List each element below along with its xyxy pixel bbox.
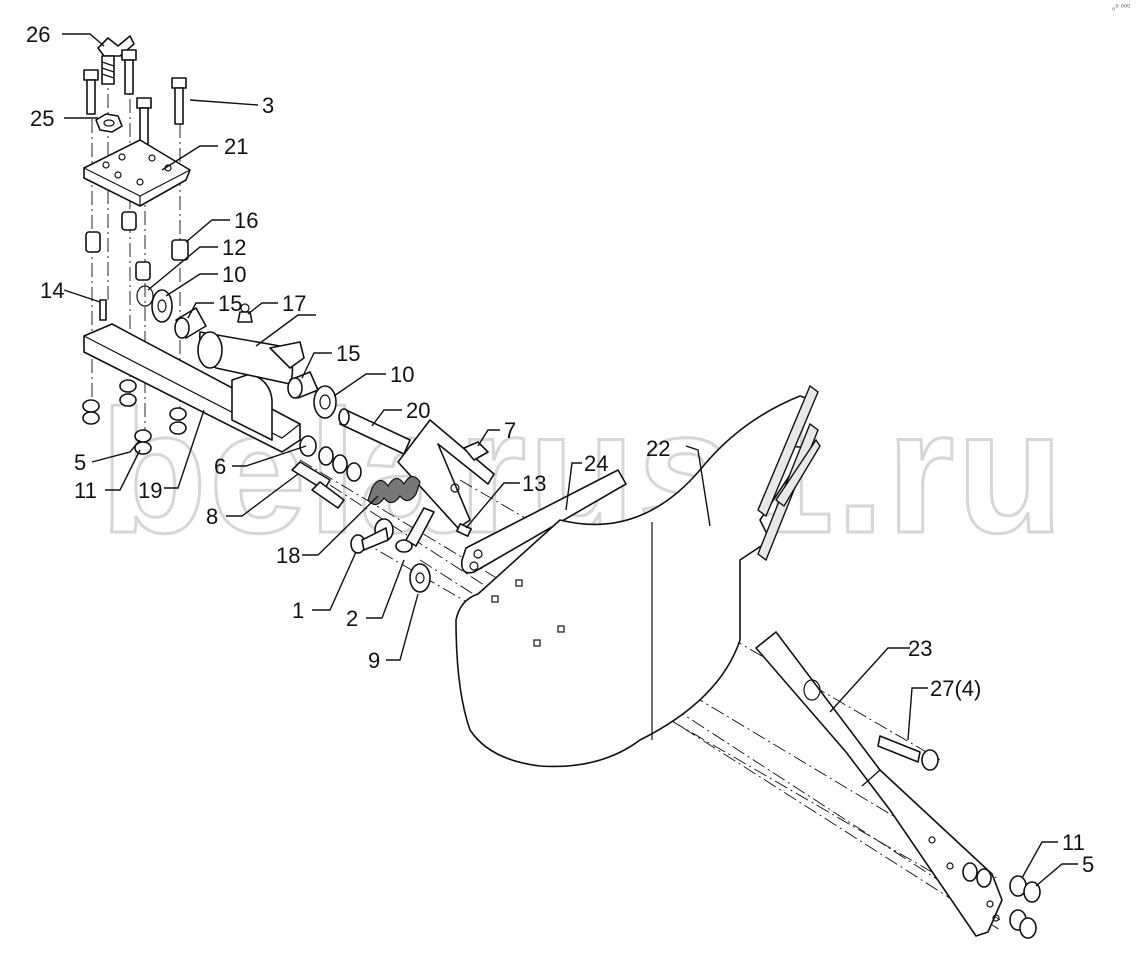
callout-15-top: 15 (218, 291, 242, 316)
part-19-bracket (83, 323, 301, 453)
leader-lines (62, 33, 1078, 887)
callout-6: 6 (214, 454, 226, 479)
part-10-washer-b (313, 385, 337, 419)
callout-7: 7 (504, 418, 516, 443)
corner-mark: ₀⁰ ⁰⁰⁰ (1112, 3, 1130, 12)
part-25-nut (95, 113, 123, 133)
part-12-ring (136, 285, 154, 307)
callout-3: 3 (262, 93, 274, 118)
part-2-bolt (395, 507, 435, 553)
callout-17: 17 (282, 291, 306, 316)
callout-13: 13 (522, 471, 546, 496)
part-15-bushing-a (174, 307, 207, 339)
part-24-bar (460, 469, 627, 574)
callout-24: 24 (584, 451, 608, 476)
part-13-pin (456, 523, 472, 537)
part-27-bolt (877, 735, 939, 771)
part-22-blade (455, 384, 821, 768)
callout-11-right: 11 (1062, 830, 1085, 855)
callout-1: 1 (292, 598, 304, 623)
callout-8: 8 (206, 504, 218, 529)
callout-labels: 26 3 25 21 16 12 10 14 15 17 15 10 20 7 … (26, 22, 1094, 877)
part-15-bushing-b (287, 371, 319, 399)
part-1-bolt (350, 527, 389, 554)
callout-2: 2 (346, 606, 358, 631)
part-17-grease-fitting (237, 303, 253, 323)
callout-9: 9 (368, 648, 380, 673)
parts-5-11-nuts-washers (82, 379, 1041, 939)
part-6-washers (299, 435, 362, 482)
callout-14: 14 (40, 278, 64, 303)
part-8-bolts (291, 461, 345, 509)
part-7-nut (463, 441, 489, 461)
callout-10-top: 10 (222, 262, 246, 287)
part-9-washer (409, 563, 431, 593)
callout-22: 22 (646, 436, 670, 461)
part-18-spring (367, 475, 421, 506)
callout-23: 23 (908, 636, 932, 661)
callout-20: 20 (406, 398, 430, 423)
part-10-washer-a (151, 289, 173, 323)
callout-16: 16 (234, 208, 258, 233)
callout-5-left: 5 (74, 450, 86, 475)
callout-19: 19 (138, 478, 162, 503)
part-tube-housing (197, 331, 305, 385)
callout-11-left: 11 (74, 478, 97, 503)
part-14-pin (99, 299, 107, 321)
callout-18: 18 (276, 543, 300, 568)
callout-10-mid: 10 (390, 362, 414, 387)
bushings (85, 211, 189, 281)
callout-26: 26 (26, 22, 50, 47)
callout-5-right: 5 (1082, 852, 1094, 877)
part-21-plate (83, 139, 191, 207)
part-23-bar (755, 631, 1003, 937)
callout-15-mid: 15 (336, 341, 360, 366)
callout-25: 25 (30, 106, 54, 131)
callout-21: 21 (224, 134, 248, 159)
callout-12: 12 (222, 235, 246, 260)
callout-27: 27(4) (930, 676, 981, 701)
